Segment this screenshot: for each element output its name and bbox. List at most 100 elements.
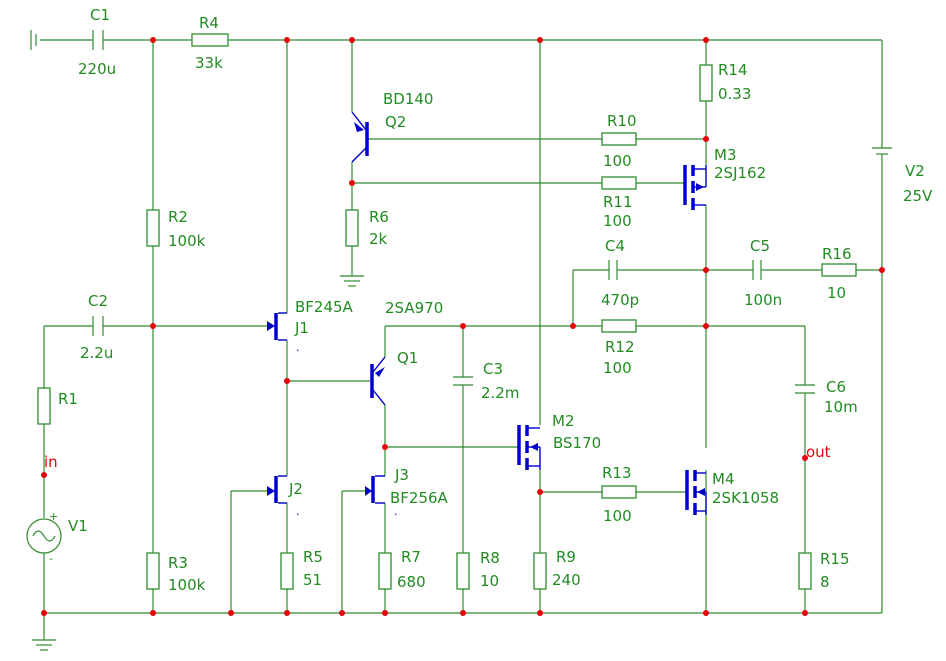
r1-ref: R1 [58,390,78,408]
m2-ref: M2 [552,412,575,430]
m4-value: 2SK1058 [712,489,779,507]
resistor-r4 [191,33,229,47]
c5-value: 100n [744,291,782,309]
capacitor-c5 [752,260,762,280]
r8-value: 10 [480,572,499,590]
resistor-r13 [601,485,637,499]
resistor-r7 [378,552,392,590]
j1-value: BF245A [295,298,354,316]
wires [40,39,883,640]
resistor-r2 [146,209,160,247]
r13-ref: R13 [602,464,632,482]
svg-text:.: . [394,505,398,518]
bjt-q1 [370,356,386,406]
r6-ref: R6 [369,208,389,226]
capacitor-c3 [453,376,473,386]
v1-minus-sign: - [49,552,53,565]
capacitor-c2 [92,316,104,336]
j1-ref: J1 [294,319,309,337]
c6-ref: C6 [826,378,846,396]
ac-source-v1: + - [26,510,62,565]
c1-value: 220u [78,60,116,78]
j3-value: BF256A [390,489,449,507]
r7-ref: R7 [401,548,421,566]
c2-ref: C2 [88,292,108,310]
capacitor-c4 [608,260,618,280]
r16-ref: R16 [822,245,852,263]
capacitor-c1 [92,30,104,50]
c3-ref: C3 [483,360,503,378]
r12-value: 100 [603,359,632,377]
component-labels: C1 220u R4 33k R2 100k C2 2.2u R1 in V1 … [44,6,933,594]
r15-ref: R15 [820,550,850,568]
q2-value: BD140 [383,90,433,108]
r5-ref: R5 [303,548,323,566]
v2-value: 25V [903,187,933,205]
r6-value: 2k [369,230,388,248]
j3-ref: J3 [394,466,409,484]
resistor-r10 [601,132,637,146]
r5-value: 51 [303,571,322,589]
r11-value: 100 [603,212,632,230]
c5-ref: C5 [750,237,770,255]
r2-value: 100k [168,232,206,250]
junction-dots [41,37,885,616]
jfet-j3: . [365,475,398,518]
r12-ref: R12 [605,338,635,356]
v1-ref: V1 [68,517,88,535]
r13-value: 100 [603,507,632,525]
resistor-r15 [798,552,812,590]
c1-ref: C1 [90,6,110,24]
r3-ref: R3 [168,554,188,572]
mosfet-m2 [517,425,541,470]
jfet-j2: . [267,475,300,518]
r4-value: 33k [195,54,223,72]
r9-value: 240 [552,571,581,589]
svg-text:.: . [296,341,300,354]
resistor-r14 [699,64,713,102]
r10-value: 100 [603,152,632,170]
m4-ref: M4 [712,470,735,488]
resistor-r12 [601,319,637,333]
r15-value: 8 [820,573,830,591]
r4-ref: R4 [199,14,219,32]
r3-value: 100k [168,576,206,594]
bjt-q2 [351,111,369,163]
c6-value: 10m [824,398,858,416]
resistor-r3 [146,552,160,590]
r14-value: 0.33 [718,85,751,103]
j2-ref: J2 [288,480,303,498]
jfet-j1: . [267,312,300,354]
resistor-r6 [345,209,359,247]
m3-value: 2SJ162 [714,164,766,182]
ground-symbol-main [32,639,56,651]
net-label-out: out [806,443,831,461]
resistor-r5 [280,552,294,590]
resistor-r9 [533,552,547,590]
r14-ref: R14 [718,61,748,79]
c3-value: 2.2m [481,384,519,402]
mosfet-m4 [685,470,707,515]
resistor-r1 [37,387,51,425]
r16-value: 10 [827,284,846,302]
input-terminal [30,30,37,50]
r8-ref: R8 [480,549,500,567]
q2-ref: Q2 [385,113,406,131]
battery-v2 [872,147,892,155]
svg-text:.: . [296,505,300,518]
r11-ref: R11 [603,193,633,211]
m3-ref: M3 [714,146,737,164]
q1-ref: Q1 [397,349,418,367]
m2-value: BS170 [553,434,601,452]
r2-ref: R2 [168,208,188,226]
q1-value: 2SA970 [385,299,443,317]
ground-symbol-r6 [340,275,364,287]
net-label-in: in [44,453,58,471]
c4-value: 470p [601,291,639,309]
c4-ref: C4 [605,237,625,255]
v1-plus-sign: + [49,510,58,523]
r9-ref: R9 [556,548,576,566]
v2-ref: V2 [905,162,925,180]
